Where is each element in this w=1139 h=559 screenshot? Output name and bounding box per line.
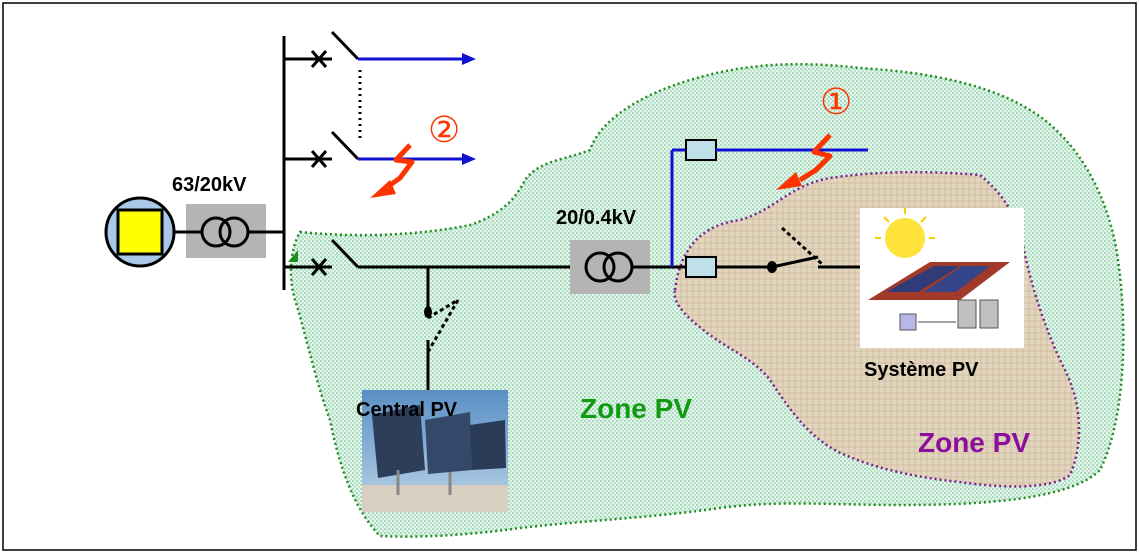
transformer-lv-label: 20/0.4kV	[556, 207, 637, 229]
transformer-hv-label: 63/20kV	[172, 174, 247, 196]
central-pv-photo-icon	[362, 390, 508, 512]
lv-feeder	[670, 139, 868, 267]
fault-2-arrow-icon	[370, 143, 415, 198]
transformer-hv-icon	[186, 204, 284, 258]
feeder-pv	[284, 238, 578, 276]
central-pv-label: Central PV	[356, 399, 458, 421]
feeder-second	[284, 130, 476, 168]
zone-pv-green-label: Zone PV	[580, 393, 692, 424]
systeme-pv-label: Système PV	[864, 359, 979, 381]
fault-2-label: ②	[428, 109, 460, 150]
fault-1-label: ①	[820, 81, 852, 122]
fault-1-arrow-icon	[776, 133, 833, 190]
central-pv-branch	[424, 267, 460, 392]
feeder-top	[284, 30, 476, 68]
grid-source-icon	[104, 196, 176, 268]
pv-system-photo-icon	[860, 208, 1024, 348]
zone-pv-purple-label: Zone PV	[918, 427, 1030, 458]
transformer-lv-icon	[570, 240, 686, 294]
